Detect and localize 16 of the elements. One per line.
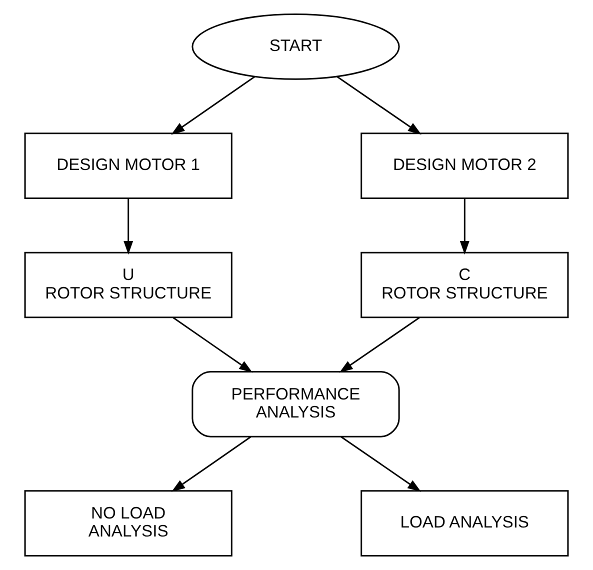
node-box: LOAD ANALYSIS — [360, 490, 569, 556]
arrow — [339, 317, 420, 373]
arrow — [124, 198, 134, 255]
node-box: NO LOAD ANALYSIS — [24, 490, 232, 556]
node-ellipse: START — [192, 14, 400, 80]
node-box: DESIGN MOTOR 2 — [360, 132, 569, 200]
arrow — [171, 436, 252, 492]
arrow — [340, 436, 422, 492]
arrow — [172, 317, 253, 373]
node-box: U ROTOR STRUCTURE — [24, 252, 232, 318]
node-box: DESIGN MOTOR 1 — [24, 132, 232, 200]
node-box: C ROTOR STRUCTURE — [360, 252, 569, 318]
arrow — [171, 76, 256, 135]
node-box: PERFORMANCE ANALYSIS — [192, 370, 400, 438]
arrow — [336, 76, 422, 135]
arrow — [460, 198, 470, 255]
